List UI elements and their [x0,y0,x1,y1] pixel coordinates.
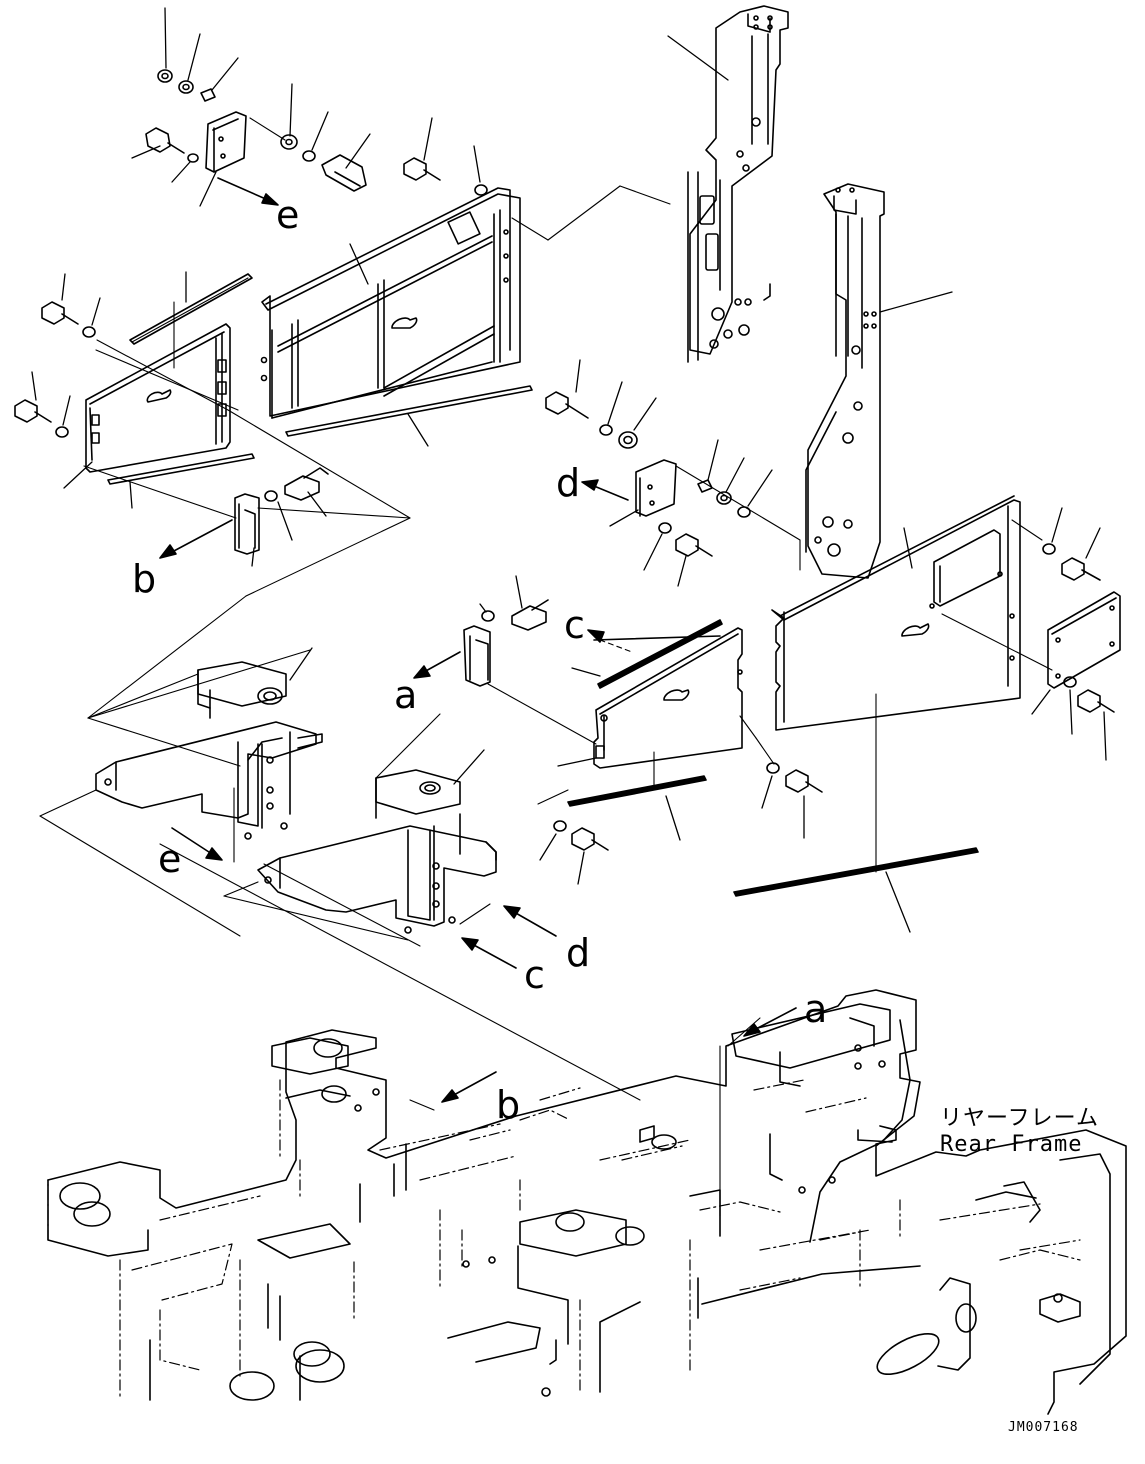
label-a-mid: a [394,673,418,717]
label-b-lower: b [496,1083,521,1127]
hardware-cluster-e [131,7,371,207]
vertical-bracket-arm-top [667,5,789,363]
large-side-panel-right [771,495,1053,731]
label-d-lower: d [566,931,591,975]
small-side-panel-middle [413,575,823,885]
rear-frame-assembly [47,989,1127,1415]
assembly-guide-lines [87,517,761,1101]
rear-frame-caption-en: Rear Frame [940,1132,1083,1157]
large-frame-panel [260,117,671,447]
rear-frame-caption-jp: リヤーフレーム [940,1106,1100,1131]
label-c-lower: c [524,953,545,997]
label-d-mid: d [556,461,581,505]
cover-plate-right [1031,507,1121,761]
long-rubber-strip [733,693,979,933]
drawing-code: JM007168 [1008,1420,1079,1435]
panel-reference-lines [83,349,411,519]
label-b-left: b [132,557,157,601]
support-bracket-left [39,647,323,937]
vertical-bracket-arm-right [805,183,953,579]
label-e-lower: e [158,837,182,881]
small-side-panel-left [63,271,255,509]
hardware-cluster-d [545,359,801,587]
support-bracket-middle [87,649,557,969]
label-c-mid: c [564,603,585,647]
label-a-lower: a [804,987,828,1031]
label-e-upper: e [276,193,300,237]
hardware-cluster-left [14,273,411,567]
